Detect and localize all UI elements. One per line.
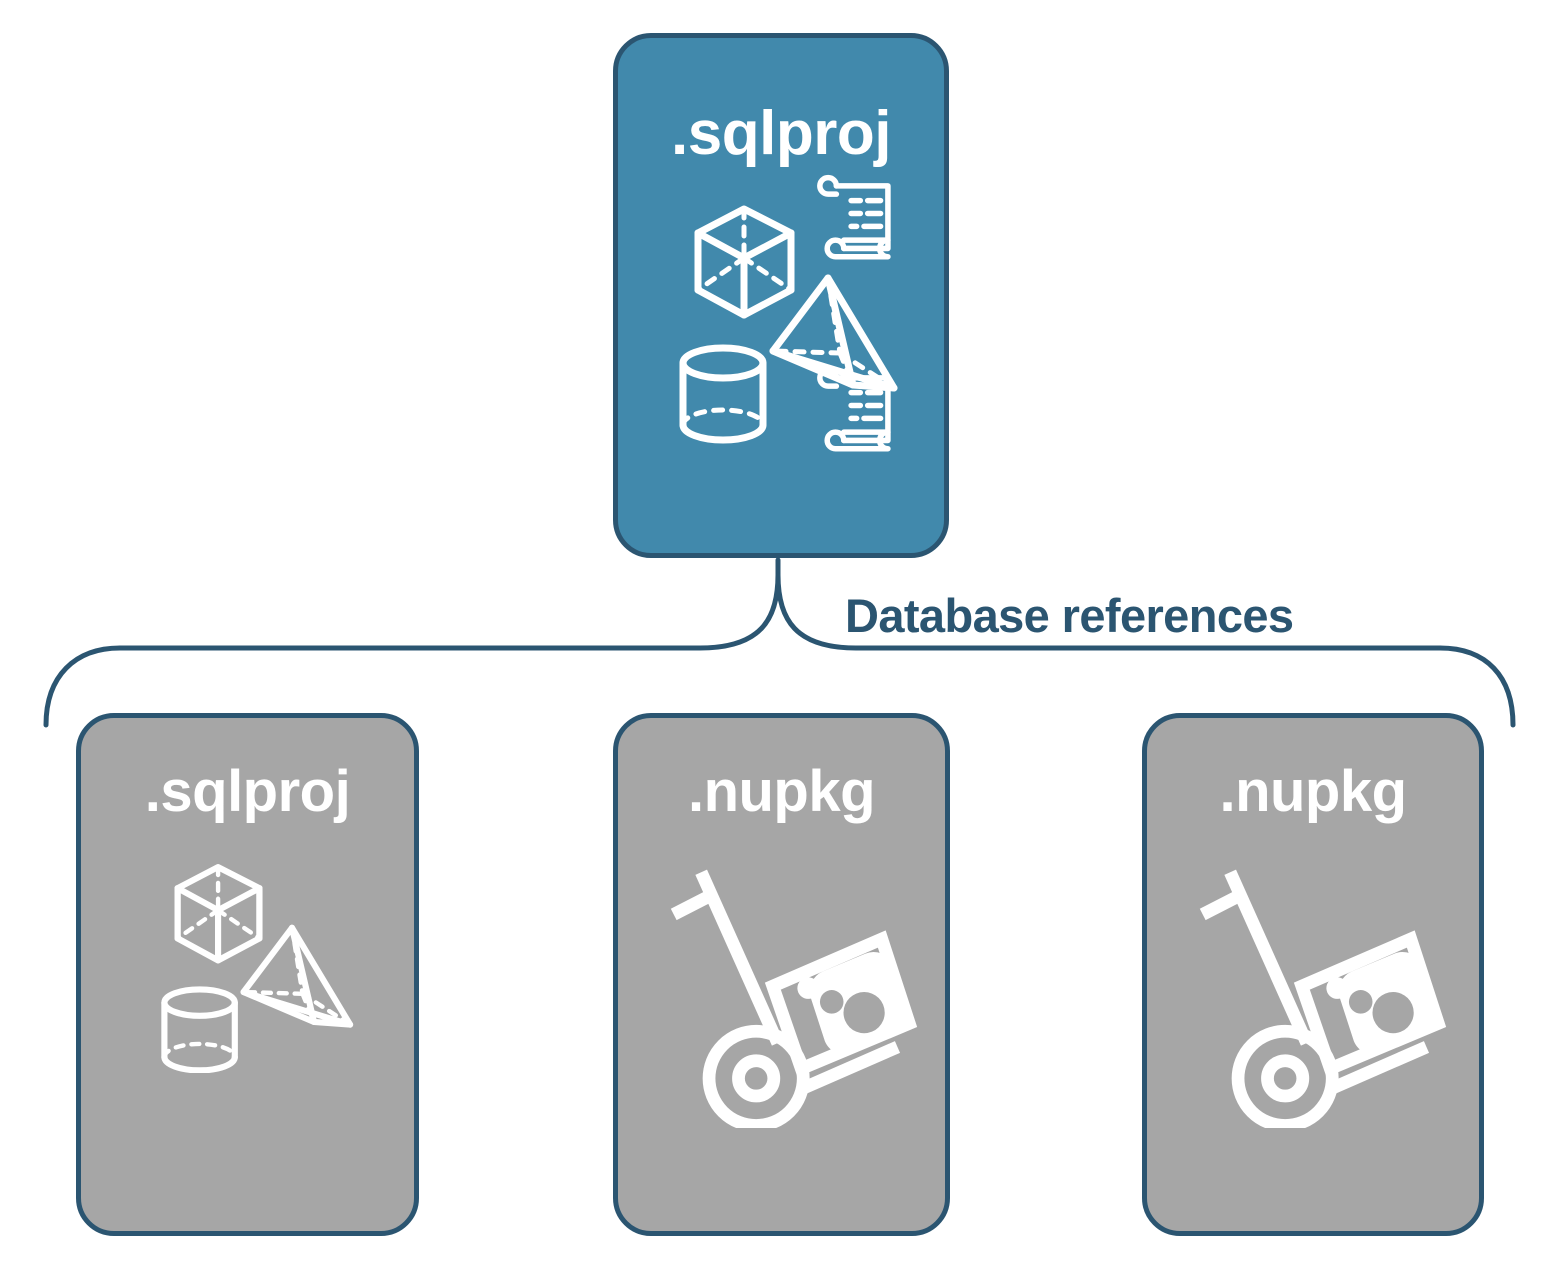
node-nupkg-ref-2[interactable]: .nupkg	[1142, 713, 1484, 1236]
nupkg-ref-2-icon	[1199, 869, 1447, 1128]
nupkg-ref-1-icon	[670, 869, 918, 1128]
top-node-icon-cluster	[679, 174, 898, 452]
cylinder-wireframe-icon	[161, 986, 238, 1073]
cylinder-wireframe-icon	[679, 344, 767, 444]
nuget-logo-cutouts	[819, 990, 885, 1034]
node-nupkg-ref-1[interactable]: .nupkg	[613, 713, 950, 1236]
node-nupkg-ref-2-label: .nupkg	[1219, 759, 1407, 824]
node-sqlproj-ref[interactable]: .sqlproj	[76, 713, 419, 1236]
hand-truck-package-icon	[1199, 869, 1447, 1128]
node-sqlproj-top-label: .sqlproj	[671, 99, 891, 168]
nuget-logo-cutouts	[1348, 990, 1414, 1034]
node-sqlproj-top[interactable]: .sqlproj	[613, 33, 949, 558]
script-scroll-icon	[817, 366, 891, 452]
node-sqlproj-ref-label: .sqlproj	[144, 759, 351, 824]
sqlproj-ref-icon-cluster	[161, 864, 354, 1073]
cube-wireframe-icon	[174, 864, 263, 964]
script-scroll-icon	[817, 174, 891, 260]
pyramid-wireframe-icon	[240, 924, 354, 1028]
hand-truck-package-icon	[670, 869, 918, 1128]
node-nupkg-ref-1-label: .nupkg	[687, 759, 876, 824]
cube-wireframe-icon	[694, 205, 795, 319]
database-references-label: Database references	[845, 589, 1294, 642]
